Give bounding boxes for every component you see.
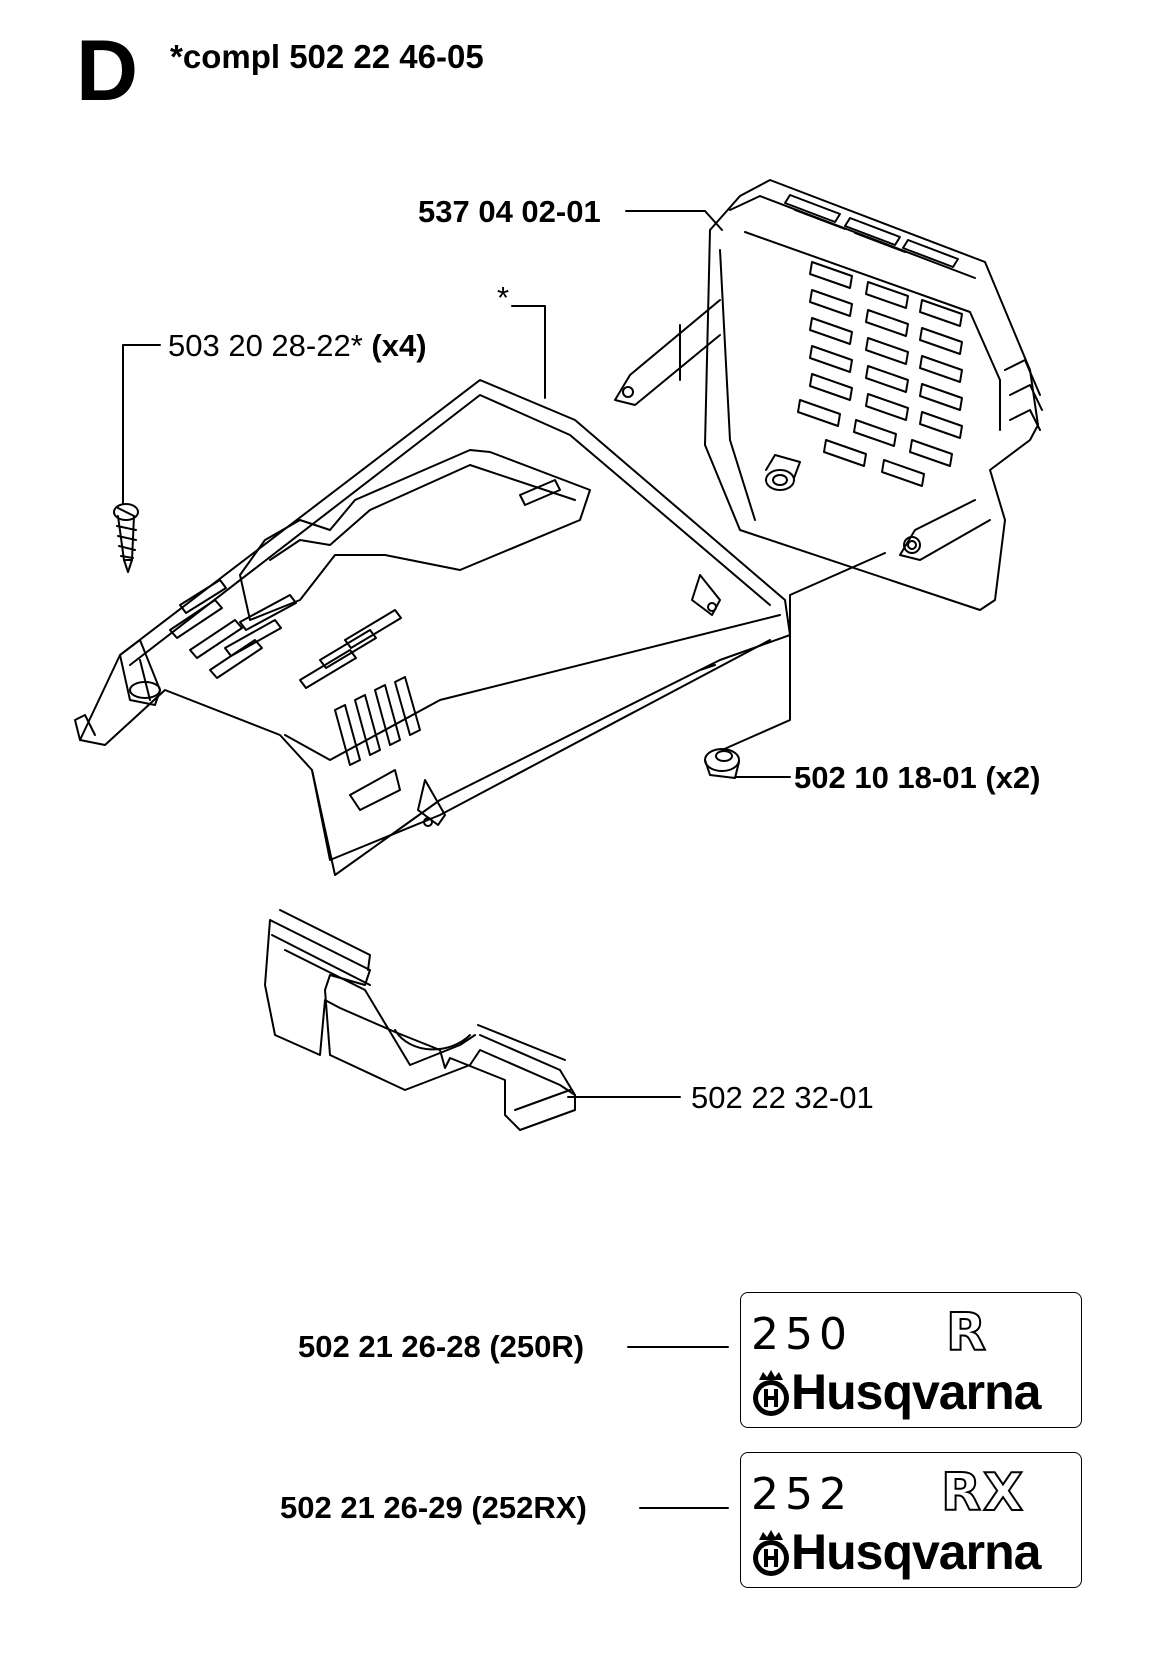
part-number-decal-250r: 502 21 26-28 (250R) xyxy=(298,1329,585,1364)
decal-250r-suffix: R xyxy=(945,1303,989,1363)
part-number-bottom-plate: 502 22 32-01 xyxy=(691,1080,874,1115)
decal-252rx: 252 RX Husqvarna xyxy=(740,1452,1082,1588)
cylinder-cover-drawing xyxy=(74,379,791,876)
decal-252rx-suffix: RX xyxy=(940,1463,1026,1523)
husqvarna-crown-h-icon xyxy=(753,1370,789,1416)
decal-252rx-brand: Husqvarna xyxy=(791,1524,1041,1580)
leader-lines xyxy=(122,210,886,1509)
part-number-decal-252rx: 502 21 26-29 (252RX) xyxy=(280,1490,587,1525)
quantity-bushing: (x2) xyxy=(985,760,1041,795)
section-letter: D xyxy=(76,23,139,119)
part-number-bushing: 502 10 18-01 xyxy=(794,760,977,795)
decal-252rx-model: 252 xyxy=(751,1469,853,1520)
decal-250r-model: 250 xyxy=(751,1309,853,1360)
screw-drawing xyxy=(113,503,139,573)
bushing-drawing xyxy=(704,748,740,779)
quantity-screw: (x4) xyxy=(371,328,427,363)
bottom-plate-drawing xyxy=(264,909,576,1131)
decal-250r: 250 R Husqvarna xyxy=(740,1292,1082,1428)
bushing-label: 502 10 18-01 (x2) xyxy=(794,762,1040,793)
air-filter-housing-drawing xyxy=(614,179,1043,611)
kit-title: *compl 502 22 46-05 xyxy=(170,38,484,75)
part-number-screw: 503 20 28-22* xyxy=(168,328,363,363)
decal-250r-brand: Husqvarna xyxy=(791,1364,1041,1420)
cover-marker: * xyxy=(497,280,510,315)
part-number-air-filter-housing: 537 04 02-01 xyxy=(418,194,601,229)
screw-label: 503 20 28-22* (x4) xyxy=(168,330,427,361)
husqvarna-crown-h-icon xyxy=(753,1530,789,1576)
